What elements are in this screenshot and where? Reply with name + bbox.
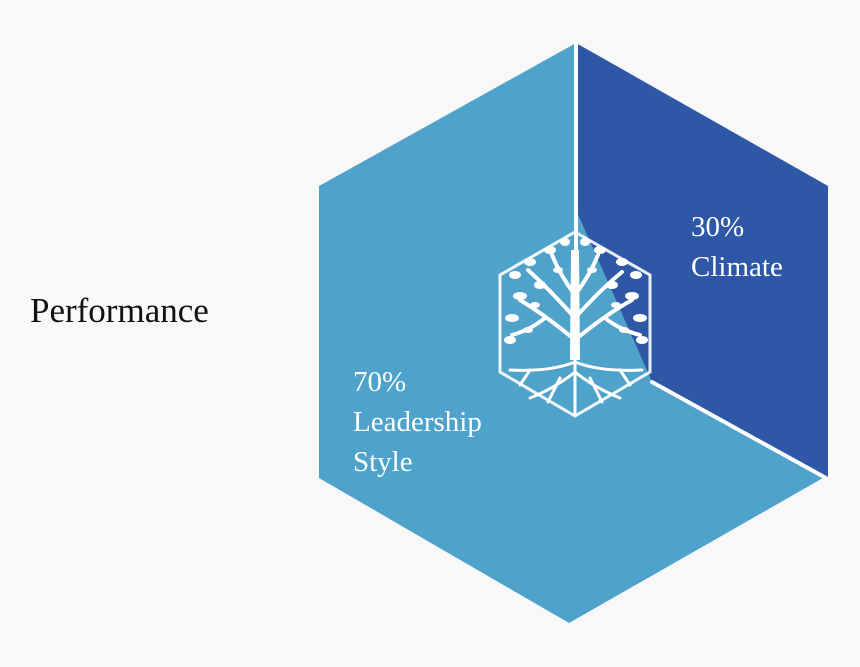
climate-segment — [576, 43, 828, 478]
climate-percent: 30% — [691, 211, 744, 243]
climate-label-line-1: Climate — [691, 251, 783, 283]
diagonal-divider — [650, 380, 828, 480]
climate-label: 30% Climate — [691, 211, 783, 283]
leadership-style-label-line-1: Leadership — [353, 406, 482, 438]
performance-title: Performance — [30, 291, 209, 330]
tree-icon — [498, 230, 652, 418]
leadership-style-label: 70% Leadership Style — [353, 366, 482, 478]
segment-dividers — [574, 41, 828, 480]
leadership-style-percent: 70% — [353, 366, 406, 398]
leadership-style-label-line-2: Style — [353, 446, 413, 478]
